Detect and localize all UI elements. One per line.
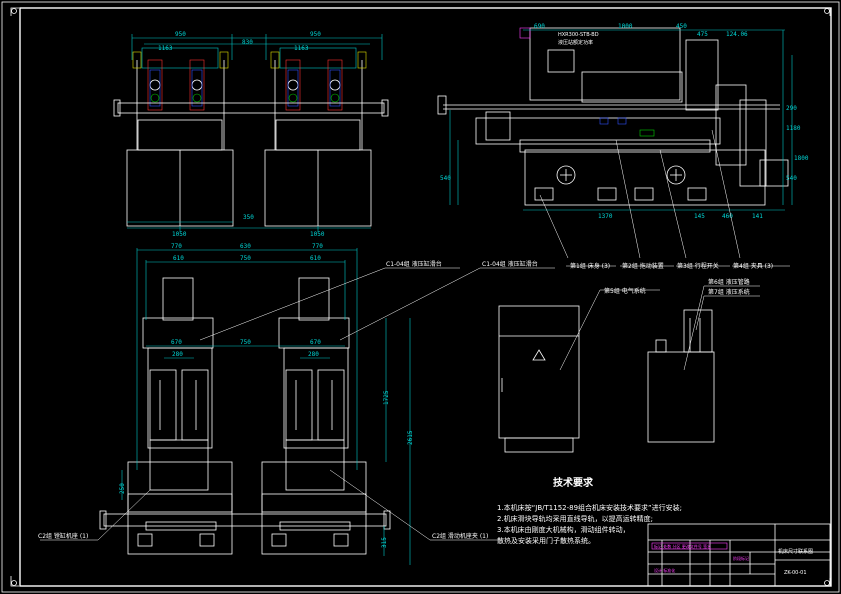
svg-text:1725: 1725: [383, 390, 390, 405]
svg-text:770: 770: [312, 243, 323, 250]
svg-text:ZK-00-01: ZK-00-01: [784, 570, 807, 576]
svg-text:141: 141: [752, 213, 763, 220]
svg-text:350: 350: [243, 214, 254, 221]
svg-text:C2组 滑动机座夹 (1): C2组 滑动机座夹 (1): [432, 532, 488, 540]
svg-text:C1-04组 液压缸滑台: C1-04组 液压缸滑台: [386, 260, 442, 268]
svg-text:290: 290: [786, 105, 797, 112]
svg-text:670: 670: [310, 339, 321, 346]
svg-text:1163: 1163: [294, 45, 309, 52]
svg-text:670: 670: [171, 339, 182, 346]
trim-marks: [10, 7, 831, 587]
svg-text:1800: 1800: [794, 155, 809, 162]
svg-text:2.机床滑块导轨均采用直线导轨，以提高运转精度;: 2.机床滑块导轨均采用直线导轨，以提高运转精度;: [497, 514, 653, 523]
svg-text:第7组 液压系统: 第7组 液压系统: [708, 288, 750, 296]
hydraulic-unit: 第6组 液压管路 第7组 液压系统: [647, 278, 760, 443]
technical-notes: 技术要求 1.本机床按“JB/T1152-89组合机床安装技术要求”进行安装; …: [497, 476, 682, 545]
svg-text:280: 280: [172, 351, 183, 358]
svg-text:610: 610: [173, 255, 184, 262]
svg-text:3.本机床由刚度大机械构，滑动组件转动，: 3.本机床由刚度大机械构，滑动组件转动，: [497, 525, 630, 534]
svg-text:950: 950: [175, 31, 186, 38]
svg-text:2615: 2615: [407, 430, 414, 445]
svg-text:315: 315: [381, 537, 388, 548]
svg-text:第1组 床身 (3): 第1组 床身 (3): [570, 262, 610, 270]
svg-text:540: 540: [786, 175, 797, 182]
electric-cabinet: 第5组 电气系统: [498, 287, 660, 453]
svg-text:450: 450: [676, 23, 687, 30]
svg-text:690: 690: [534, 23, 545, 30]
svg-text:1050: 1050: [172, 231, 187, 238]
svg-text:第4组 夹具 (3): 第4组 夹具 (3): [733, 262, 773, 270]
svg-text:1163: 1163: [158, 45, 173, 52]
svg-text:540: 540: [440, 175, 451, 182]
inner-frame: [19, 7, 832, 587]
svg-text:C1-04组 液压缸滑台: C1-04组 液压缸滑台: [482, 260, 538, 268]
svg-text:第3组 行程开关: 第3组 行程开关: [677, 262, 719, 270]
svg-text:250: 250: [119, 483, 126, 494]
title-block: 标记 处数 分区 更改文件号 签名 设计 标准化 阶段标记 机床尺寸联系图 ZK…: [647, 523, 831, 587]
svg-text:124.06: 124.06: [726, 31, 748, 38]
svg-text:1180: 1180: [786, 125, 801, 132]
svg-text:1.本机床按“JB/T1152-89组合机床安装技术要求”进: 1.本机床按“JB/T1152-89组合机床安装技术要求”进行安装;: [497, 503, 682, 512]
svg-text:第2组 拖动装置: 第2组 拖动装置: [622, 262, 664, 270]
svg-text:750: 750: [240, 255, 251, 262]
svg-text:技术要求: 技术要求: [553, 476, 594, 489]
svg-text:610: 610: [310, 255, 321, 262]
svg-text:第5组 电气系统: 第5组 电气系统: [604, 287, 646, 295]
svg-text:750: 750: [240, 339, 251, 346]
svg-text:770: 770: [171, 243, 182, 250]
svg-text:散热及安装采用门子散热系统。: 散热及安装采用门子散热系统。: [497, 536, 595, 545]
front-view: 950 830 950 1163 1163 1050 350 1050: [113, 31, 389, 238]
svg-text:液压站额定功率: 液压站额定功率: [558, 39, 593, 46]
svg-text:1050: 1050: [310, 231, 325, 238]
svg-text:830: 830: [242, 39, 253, 46]
svg-text:阶段标记: 阶段标记: [733, 555, 749, 561]
side-view: HXR300-STB-BD 液压站额定功率 690 1000 450 475 1…: [437, 23, 809, 270]
svg-text:第6组 液压管路: 第6组 液压管路: [708, 278, 750, 286]
svg-text:630: 630: [240, 243, 251, 250]
svg-text:C2组 镗缸机座 (1): C2组 镗缸机座 (1): [38, 532, 88, 540]
svg-text:145: 145: [694, 213, 705, 220]
svg-text:HXR300-STB-BD: HXR300-STB-BD: [558, 32, 599, 38]
plan-view: 770 630 770 610 750 610 670 750 670 280 …: [38, 243, 555, 565]
svg-text:1000: 1000: [618, 23, 633, 30]
svg-text:机床尺寸联系图: 机床尺寸联系图: [778, 548, 813, 555]
svg-text:设计 标准化: 设计 标准化: [654, 567, 675, 573]
svg-text:280: 280: [308, 351, 319, 358]
svg-text:460: 460: [722, 213, 733, 220]
svg-text:950: 950: [310, 31, 321, 38]
svg-text:475: 475: [697, 31, 708, 38]
svg-text:标记 处数 分区 更改文件号 签名: 标记 处数 分区 更改文件号 签名: [654, 543, 711, 549]
svg-text:1370: 1370: [598, 213, 613, 220]
